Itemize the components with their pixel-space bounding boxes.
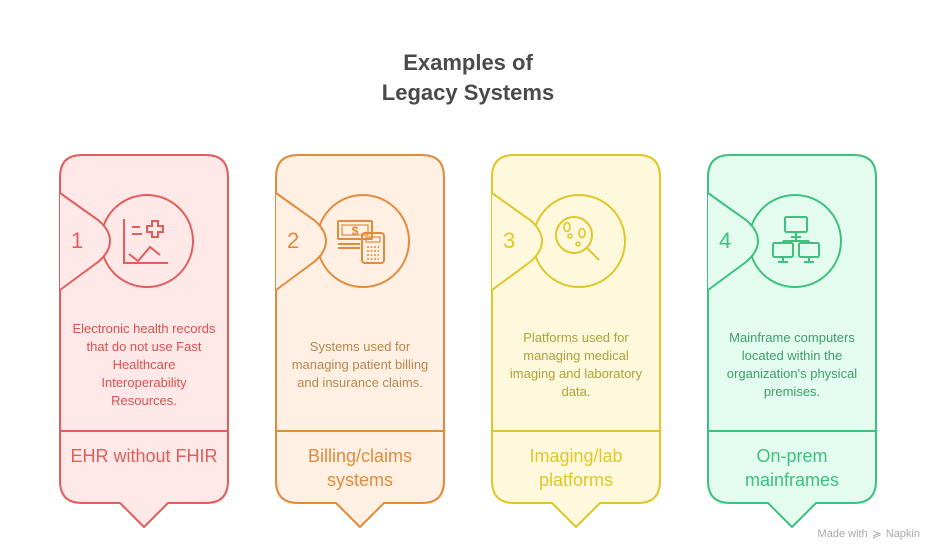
card-outline [59,154,229,528]
card-description: Electronic health records that do not us… [72,321,216,408]
card-label: Billing/claims systems [307,446,413,490]
icon-circle [532,194,626,288]
title-line-1: Examples of [403,50,533,75]
card-outline [491,154,661,528]
brand-text: Napkin [885,528,920,540]
title-line-2: Legacy Systems [381,80,555,105]
step-number: 3 [503,228,516,253]
card-description: Systems used for managing patient billin… [291,339,429,390]
icon-circle [316,194,410,288]
diagram-title: Examples of Legacy Systems [0,48,936,108]
made-with-text: Made with [817,528,868,540]
number-chevron [59,192,112,291]
card-label: EHR without FHIR [70,446,218,466]
step-number: 4 [719,228,732,253]
network-computers-icon [772,216,820,263]
card-label: On-prem mainframes [744,446,840,490]
number-chevron [707,192,760,291]
svg-text:$: $ [352,224,359,238]
napkin-logo-icon: ≽ [871,527,882,541]
number-chevron [275,192,328,291]
microscope-sample-icon [555,216,600,261]
card-description: Platforms used for managing medical imag… [509,330,643,399]
icon-circle [100,194,194,288]
step-number: 1 [71,228,84,253]
money-calculator-icon: $ [337,220,385,264]
card-description: Mainframe computers located within the o… [726,330,858,399]
card-outline [707,154,877,528]
footer-watermark: Made with ≽ Napkin [818,527,920,541]
icon-circle [748,194,842,288]
medical-chart-icon [123,219,168,264]
step-number: 2 [287,228,300,253]
card-outline [275,154,445,528]
card-label: Imaging/lab platforms [529,446,623,490]
number-chevron [491,192,544,291]
